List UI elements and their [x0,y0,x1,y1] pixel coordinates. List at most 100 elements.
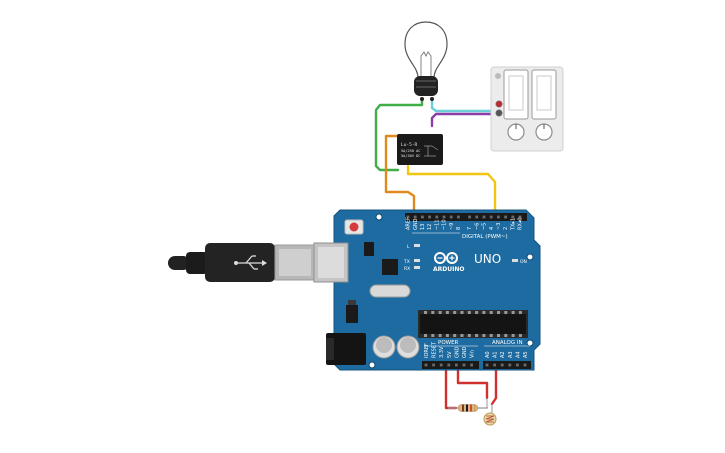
analog-pin-hole[interactable] [500,363,504,367]
power-jack-front [326,338,334,360]
power-pin-hole[interactable] [432,363,435,367]
wire-orange-relay-to-gnd[interactable] [384,134,416,218]
power-pin-label: RESET [432,341,438,358]
bulb-filament-icon [420,51,432,76]
power-supply-terminal-negative[interactable] [495,109,503,117]
analog-pin-hole[interactable] [508,363,512,367]
power-header[interactable] [422,361,479,369]
usb-cable[interactable] [168,243,316,282]
digital-header-label: DIGITAL (PWM~) [462,234,508,240]
analog-pin-hole[interactable] [485,363,489,367]
resistor-band-1 [462,404,464,412]
digital-pin-hole[interactable] [428,215,431,219]
resistor[interactable] [448,404,488,412]
chip-pin [497,334,500,337]
digital-pin-hole[interactable] [457,215,460,219]
digital-pin-hole[interactable] [421,215,424,219]
chip-pin [438,311,442,314]
chip-pin [467,311,471,314]
digital-pin-hole[interactable] [475,215,479,219]
chip-pin [482,311,486,314]
wire-red-5v-to-ldr[interactable] [444,368,458,410]
chip-pin [431,334,435,337]
usb-cable-strain-relief [168,256,190,270]
power-supply-terminal-positive[interactable] [495,100,503,108]
usb-symbol-dot [234,261,238,265]
wire-red-gnd-to-resistor[interactable] [456,368,489,400]
power-pin-label: IOREF [424,343,430,358]
digital-pin-hole[interactable] [504,215,507,219]
analog-pin-hole[interactable] [516,363,519,367]
digital-pin-label: RX◂0 [518,217,524,230]
crystal-oscillator [369,284,411,298]
mounting-hole-2 [526,253,534,261]
digital-pin-label: TX▸1 [510,218,516,231]
photoresistor[interactable] [483,398,497,426]
power-pin-hole[interactable] [439,363,443,367]
chip-pin [511,334,515,337]
chip-pin [518,334,522,337]
wire-red-a0-to-ldr[interactable] [490,368,498,406]
wires [374,98,502,410]
relay[interactable]: Lu-5-R 5A/250 AC 5A/30V DC [397,134,443,165]
digital-pin-label: 4 [489,227,495,230]
wire-cyan-bulb-to-powersupply[interactable] [430,98,502,113]
chip-pin [489,334,493,337]
power-jack [326,333,366,365]
relay-label-line2: 5A/250 AC [401,149,420,153]
digital-pin-hole[interactable] [482,215,486,219]
microcontroller-pins [424,311,522,337]
analog-header[interactable] [483,361,531,369]
chip-pin [497,311,500,314]
power-pin-label: 3.3V [439,346,445,358]
chip-pin [475,334,479,337]
power-pin-hole[interactable] [455,363,458,367]
digital-pin-hole[interactable] [511,215,515,219]
usb-symbol-arrow [262,260,267,266]
power-pin-hole[interactable] [470,363,473,367]
chip-pin [431,311,435,314]
digital-pin-hole[interactable] [518,215,522,219]
wire-yellow-relay-to-pin3[interactable] [406,164,497,218]
chip-pin [424,334,427,337]
power-supply-display-1 [503,69,529,120]
chip-pin [424,311,427,314]
mounting-hole-3 [526,339,534,347]
analog-pin-label: A5 [523,351,529,358]
led-rx-label: RX [404,266,410,272]
power-pin-hole[interactable] [424,363,428,367]
digital-pin-hole[interactable] [413,215,417,219]
led-on [512,259,518,262]
analog-pin-hole[interactable] [523,363,527,367]
digital-pin-label: 2 [503,227,509,230]
digital-pin-hole[interactable] [489,215,493,219]
wire-purple-relay-to-powersupply[interactable] [430,110,500,128]
power-supply-display-1-digit [508,75,524,111]
digital-pin-label: 13 [420,224,426,230]
power-supply[interactable] [490,66,564,152]
digital-pin-hole[interactable] [442,215,446,219]
bulb-base-ring-2 [416,86,436,88]
reset-button[interactable] [349,222,359,232]
digital-pin-hole[interactable] [435,215,439,219]
chip-pin [438,334,442,337]
power-pin-hole[interactable] [447,363,451,367]
digital-pin-label: AREF [406,217,412,230]
analog-pin-hole[interactable] [493,363,496,367]
digital-pin-hole[interactable] [468,215,471,219]
digital-pin-label: ~6 [474,223,480,230]
voltage-regulator-tab [348,300,356,305]
digital-header[interactable] [405,213,527,221]
digital-pin-hole[interactable] [406,215,410,219]
wire-green-bulb-to-relay[interactable] [374,98,424,172]
digital-pin-label: 12 [427,224,433,230]
power-pin-hole[interactable] [462,363,466,367]
chip-pin [504,334,508,337]
digital-pin-label: ~3 [496,223,502,230]
light-bulb[interactable] [404,21,448,101]
digital-pin-hole[interactable] [449,215,453,219]
digital-pin-hole[interactable] [497,215,500,219]
